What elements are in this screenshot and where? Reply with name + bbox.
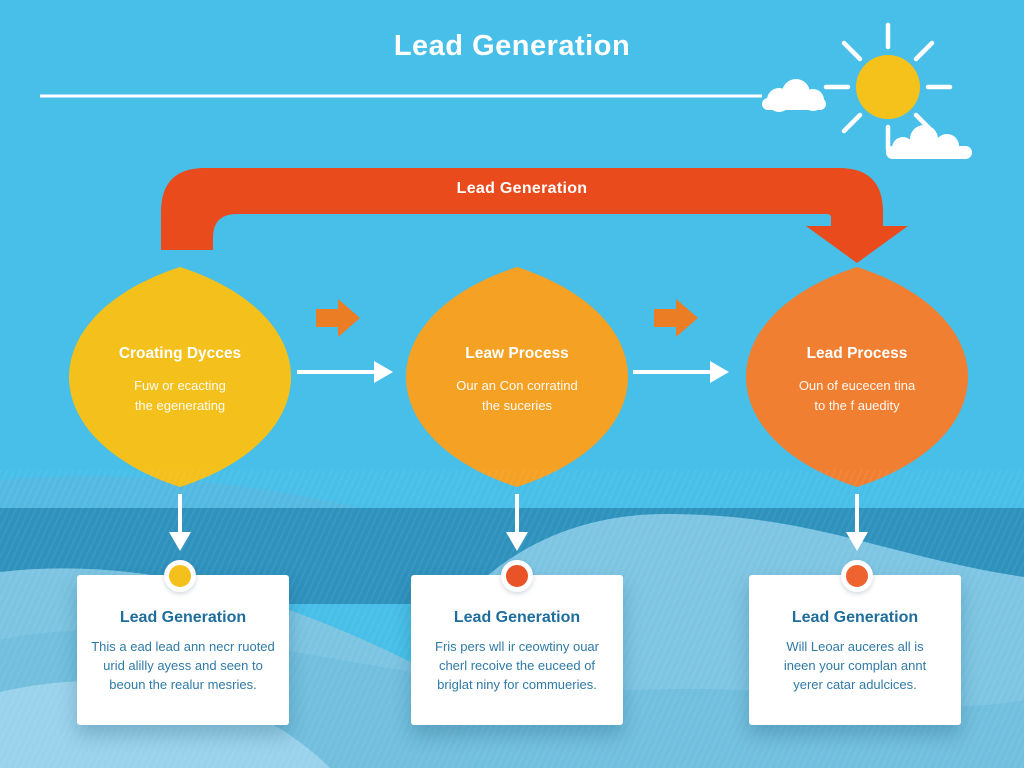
card-line: Fris pers wll ir ceowtiny ouar	[435, 639, 599, 654]
connector-dot	[164, 560, 196, 592]
process-shape-heading: Lead Process	[806, 345, 908, 362]
info-card-2: Lead Generation Fris pers wll ir ceowtin…	[411, 575, 623, 725]
banner-label: Lead Generation	[456, 180, 588, 197]
flow-arrow-icon	[654, 299, 698, 337]
down-arrow-icon	[846, 494, 868, 551]
card-heading: Lead Generation	[453, 609, 581, 626]
process-shape-3-text: Lead Process Oun of eucecen tina to the …	[737, 345, 977, 415]
cloud-icon	[886, 125, 972, 159]
process-shape-heading: Leaw Process	[465, 345, 569, 362]
process-shape-1-text: Croating Dycces Fuw or ecacting the egen…	[60, 345, 300, 415]
process-shape-line: the egenerating	[134, 397, 226, 413]
cloud-icon	[762, 79, 826, 112]
flow-arrow-icon	[316, 299, 360, 337]
process-shape-line: the suceries	[481, 397, 553, 413]
sun-icon	[823, 22, 953, 152]
process-shape-2-text: Leaw Process Our an Con corratind the su…	[397, 345, 637, 415]
card-heading: Lead Generation	[119, 609, 247, 626]
process-shape-line: Fuw or ecacting	[134, 378, 226, 393]
connector-dot	[501, 560, 533, 592]
process-shape-heading: Croating Dycces	[118, 345, 242, 362]
process-shape-line: to the f auedity	[814, 397, 900, 413]
process-shape-line: Our an Con corratind	[456, 378, 578, 393]
process-shape-line: Oun of eucecen tina	[798, 378, 916, 393]
sun-rays	[823, 22, 953, 152]
banner-arrow	[161, 168, 908, 263]
card-line: This a ead lead ann necr ruoted	[91, 639, 275, 654]
process-shape-1	[69, 267, 291, 487]
sun-disc	[856, 55, 920, 119]
card-line: ineen your complan annt	[783, 658, 927, 673]
card-line: beoun the realur mesries.	[109, 677, 257, 692]
connector-arrow-icon	[297, 361, 393, 383]
page-title: Lead Generation	[393, 30, 631, 62]
card-line: briglat niny for commueries.	[437, 677, 597, 692]
info-card-3: Lead Generation Will Leoar auceres all i…	[749, 575, 961, 725]
connector-arrow-icon	[633, 361, 729, 383]
down-arrow-icon	[169, 494, 191, 551]
process-shape-2	[406, 267, 628, 487]
connector-dot	[841, 560, 873, 592]
card-line: cherl recoive the euceed of	[438, 658, 596, 673]
down-arrow-icon	[506, 494, 528, 551]
card-line: yerer catar adulcices.	[793, 677, 917, 692]
card-heading: Lead Generation	[791, 609, 919, 626]
card-line: Will Leoar auceres all is	[786, 639, 924, 654]
card-line: urid alilly ayess and seen to	[103, 658, 263, 673]
info-card-1: Lead Generation This a ead lead ann necr…	[77, 575, 289, 725]
process-shape-3	[746, 267, 968, 487]
